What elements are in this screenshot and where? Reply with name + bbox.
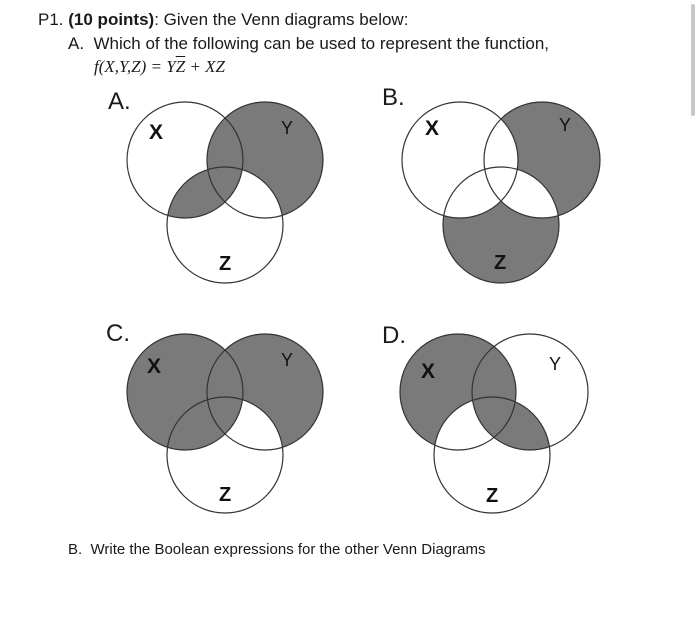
diagram-a-shade-y-not-z bbox=[207, 102, 323, 218]
diagram-c-circle-z bbox=[166, 396, 284, 514]
vertical-scrollbar[interactable] bbox=[691, 4, 695, 116]
diagram-b-y-label: Y bbox=[559, 115, 571, 135]
diagram-c-shade-x bbox=[127, 334, 243, 450]
diagram-a-z-label: Z bbox=[219, 253, 231, 275]
diagram-c-x-label: X bbox=[147, 355, 161, 378]
part-b-text: Write the Boolean expressions for the ot… bbox=[90, 541, 486, 558]
diagram-b-z-label: Z bbox=[494, 252, 506, 274]
diagram-a-shade-x-and-z bbox=[167, 167, 243, 218]
diagram-d-label: D. bbox=[382, 322, 406, 349]
part-a-text: Which of the following can be used to re… bbox=[93, 34, 550, 53]
diagram-c-shade-y-not-z bbox=[207, 334, 323, 450]
diagram-a-circle-x bbox=[126, 101, 244, 219]
diagram-b-circle-z bbox=[442, 166, 560, 284]
problem-number: P1. bbox=[38, 10, 64, 29]
diagram-d-shade-y-and-z bbox=[472, 397, 550, 450]
diagram-b-label: B. bbox=[382, 84, 405, 111]
diagram-a-circle-y bbox=[206, 101, 324, 219]
diagram-b bbox=[401, 101, 601, 284]
diagram-b-circle-y bbox=[483, 101, 601, 219]
diagram-c-circle-y bbox=[206, 333, 324, 451]
diagram-c-y-label: Y bbox=[281, 350, 293, 370]
diagram-b-x-label: X bbox=[425, 117, 439, 140]
function-suffix: + XZ bbox=[185, 57, 225, 76]
part-b-question: B. Write the Boolean expressions for the… bbox=[68, 541, 485, 558]
diagram-d-circle-y bbox=[471, 333, 589, 451]
part-b-label: B. bbox=[68, 541, 83, 558]
problem-title: P1. (10 points): Given the Venn diagrams… bbox=[38, 10, 408, 30]
function-complement-z: Z bbox=[175, 57, 186, 76]
diagram-d-x-label: X bbox=[421, 360, 435, 383]
part-a-label: A. bbox=[68, 34, 85, 53]
function-expression: f(X,Y,Z) = YZ + XZ bbox=[94, 57, 225, 77]
diagram-c-z-label: Z bbox=[219, 484, 231, 506]
function-prefix: f(X,Y,Z) = Y bbox=[94, 57, 176, 76]
part-a-question: A. Which of the following can be used to… bbox=[68, 34, 549, 54]
problem-intro: : Given the Venn diagrams below: bbox=[154, 10, 409, 29]
diagram-c-label: C. bbox=[106, 320, 130, 347]
diagram-d-circle-x bbox=[399, 333, 517, 451]
diagram-d bbox=[399, 333, 589, 514]
diagram-a-y-label: Y bbox=[281, 118, 293, 138]
diagram-b-circle-x bbox=[401, 101, 519, 219]
diagram-a-circle-z bbox=[166, 166, 284, 284]
diagram-d-y-label: Y bbox=[549, 354, 561, 374]
diagram-c bbox=[126, 333, 324, 514]
diagram-d-z-label: Z bbox=[486, 485, 498, 507]
diagram-a-label: A. bbox=[108, 88, 131, 115]
diagram-a bbox=[126, 101, 324, 284]
diagram-c-circle-x bbox=[126, 333, 244, 451]
problem-points: (10 points) bbox=[68, 10, 155, 29]
diagram-d-circle-z bbox=[433, 396, 551, 514]
diagram-a-x-label: X bbox=[149, 121, 163, 144]
diagram-b-shade-z-only bbox=[443, 167, 559, 283]
